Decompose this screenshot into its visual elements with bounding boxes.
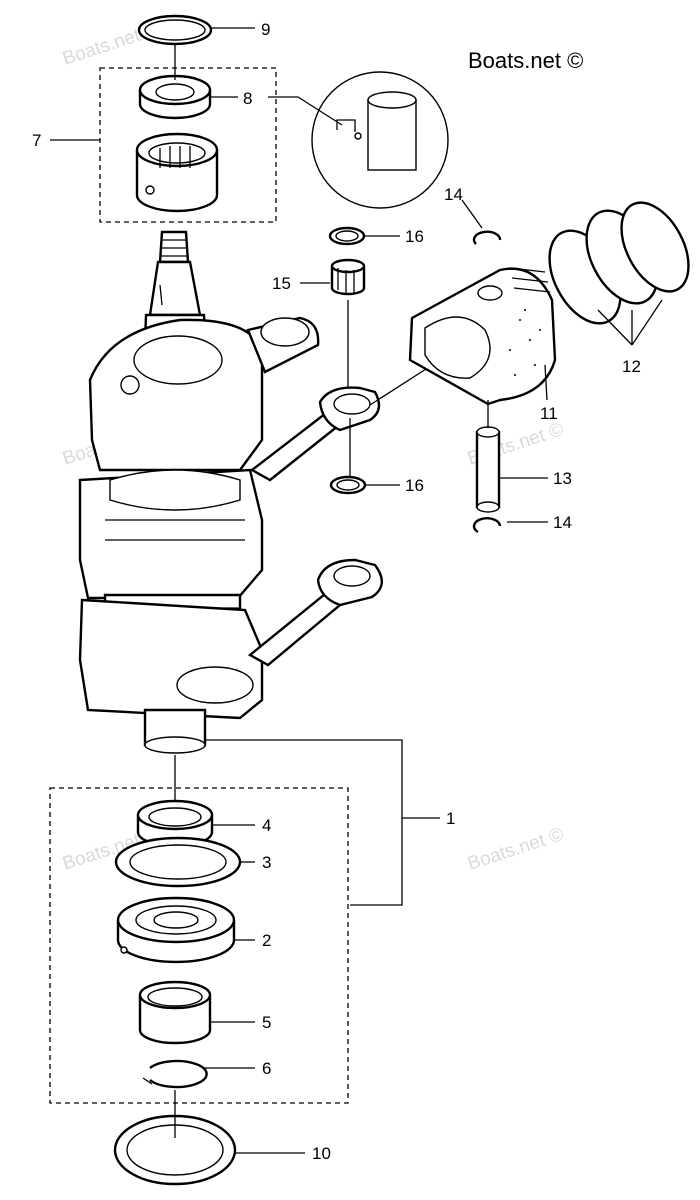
- callout-11: 11: [540, 404, 558, 423]
- lower-bearing-group-box: [49, 787, 349, 1104]
- leader-line: [461, 199, 483, 229]
- ring-part-10: [113, 1114, 237, 1186]
- needle-bearing-part-7: [135, 132, 219, 213]
- circlip-part-14-lower: [472, 517, 502, 534]
- thrust-washer-part-16-lower: [329, 475, 367, 495]
- callout-5: 5: [262, 1013, 271, 1032]
- piston-part-11: [408, 267, 557, 406]
- piston-pin-part-13: [475, 426, 501, 513]
- callout-1: 1: [446, 809, 455, 828]
- oil-seal-part-8: [138, 74, 212, 120]
- sleeve-part-5: [138, 980, 212, 1045]
- leader-line: [544, 364, 548, 401]
- callout-14-lower: 14: [553, 513, 572, 532]
- callout-13: 13: [553, 469, 572, 488]
- callout-3: 3: [262, 853, 271, 872]
- callout-12: 12: [622, 357, 641, 376]
- watermark: Boats.net ©: [465, 824, 566, 875]
- leader-line: [597, 299, 663, 346]
- circlip-part-14-upper: [472, 230, 502, 245]
- callout-15: 15: [272, 274, 291, 293]
- callout-2: 2: [262, 931, 271, 950]
- callout-4: 4: [262, 816, 271, 835]
- callout-8: 8: [243, 89, 252, 108]
- callout-16-lower: 16: [405, 476, 424, 495]
- callout-9: 9: [261, 20, 270, 39]
- upper-bearing-group-box: [99, 67, 277, 223]
- connecting-rod-lower: [247, 558, 383, 667]
- callout-10: 10: [312, 1144, 331, 1163]
- piston-rings-part-12: [548, 201, 690, 325]
- group-1-bracket: [205, 739, 403, 906]
- needle-bearing-part-15: [330, 258, 366, 296]
- callout-16-upper: 16: [405, 227, 424, 246]
- crankshaft: [78, 230, 320, 754]
- snap-ring-part-6: [142, 1059, 208, 1089]
- lubricant-detail-inset: [311, 71, 449, 209]
- callout-14-upper: 14: [444, 185, 463, 204]
- leader-line: [268, 96, 343, 126]
- ball-bearing-part-2: [116, 896, 236, 964]
- callout-7: 7: [32, 131, 41, 150]
- brand-text: Boats.net ©: [468, 48, 583, 73]
- callout-6: 6: [262, 1059, 271, 1078]
- thrust-washer-part-16-upper: [328, 226, 366, 246]
- washer-part-3: [114, 836, 242, 888]
- seal-ring-part-9: [137, 14, 213, 46]
- connecting-rod-upper: [249, 386, 381, 482]
